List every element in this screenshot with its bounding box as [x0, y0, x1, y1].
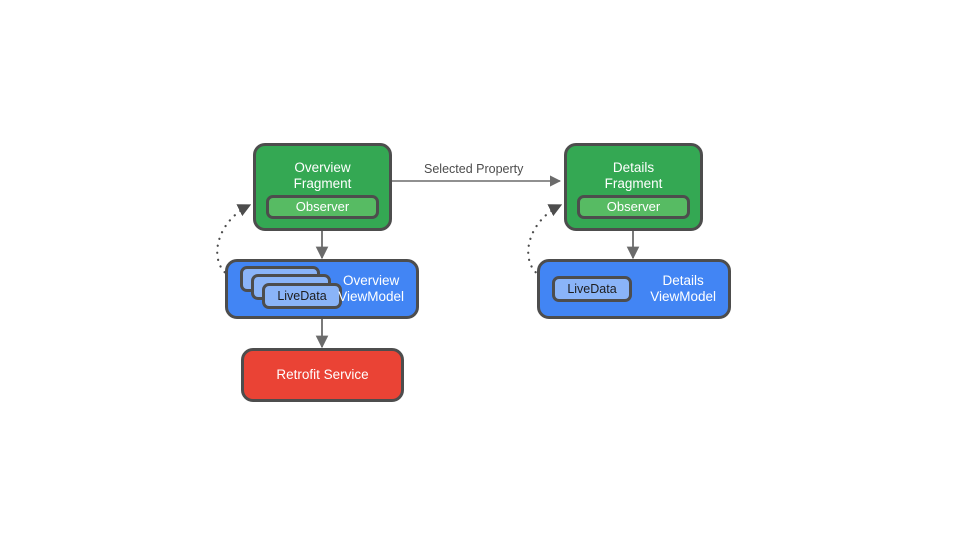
- overview-livedata-stack[interactable]: LiveData LiveData LiveData: [240, 266, 352, 312]
- overview-livedata-card-front[interactable]: LiveData: [262, 283, 342, 309]
- overview-viewmodel-title: Overview ViewModel: [338, 272, 404, 304]
- retrofit-service-label: Retrofit Service: [276, 367, 369, 383]
- details-fragment-title: Details Fragment: [604, 160, 663, 192]
- node-details-fragment[interactable]: Details Fragment Observer: [564, 143, 703, 231]
- details-livedata-label: LiveData: [567, 281, 617, 296]
- details-livedata-to-observer-dotted-arrow: [527, 203, 563, 281]
- selected-property-label: Selected Property: [424, 162, 524, 176]
- overview-fragment-title: Overview Fragment: [293, 160, 352, 192]
- overview-observer-label: Observer: [295, 199, 350, 215]
- node-details-viewmodel[interactable]: LiveData Details ViewModel: [537, 259, 731, 319]
- details-livedata-stack[interactable]: LiveData: [552, 276, 632, 302]
- overview-livedata-label: LiveData: [277, 288, 327, 303]
- overview-fragment-observer-chip[interactable]: Observer: [266, 195, 379, 219]
- node-overview-viewmodel[interactable]: LiveData LiveData LiveData Overview View…: [225, 259, 419, 319]
- details-viewmodel-title: Details ViewModel: [650, 272, 716, 304]
- node-retrofit-service[interactable]: Retrofit Service: [241, 348, 404, 402]
- details-observer-label: Observer: [606, 199, 661, 215]
- overview-livedata-to-observer-dotted-arrow: [216, 203, 252, 281]
- details-livedata-card[interactable]: LiveData: [552, 276, 632, 302]
- node-overview-fragment[interactable]: Overview Fragment Observer: [253, 143, 392, 231]
- details-fragment-observer-chip[interactable]: Observer: [577, 195, 690, 219]
